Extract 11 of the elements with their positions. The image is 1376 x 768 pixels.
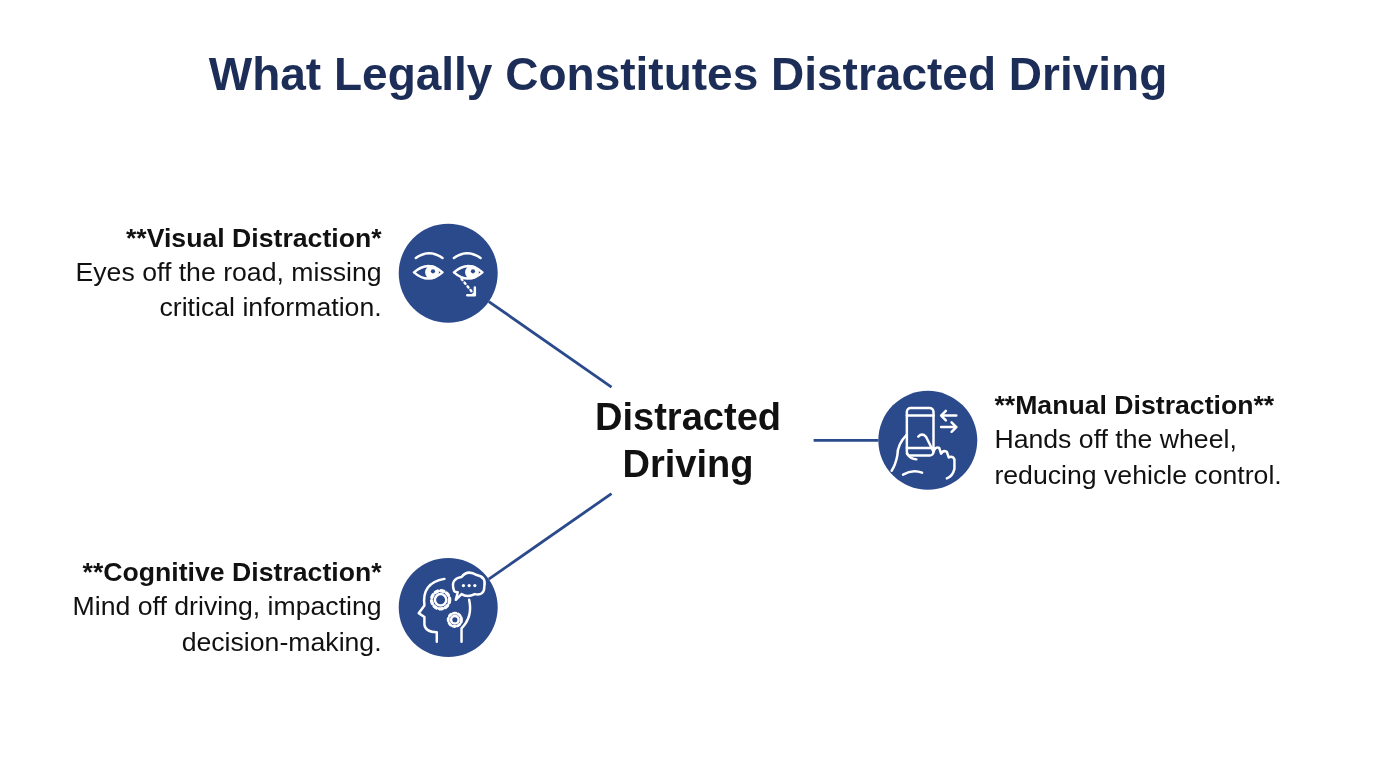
- node-label: **Visual Distraction*: [125, 222, 382, 253]
- node-text: Distracted Driving: [594, 395, 782, 485]
- node-label: **Manual Distraction**: [994, 389, 1275, 420]
- connector: [813, 438, 879, 442]
- diagram-title: What Legally Constitutes Distracted Driving: [207, 48, 1169, 101]
- node-label: Eyes off the road, missing critical information.: [75, 257, 382, 322]
- node-label: Hands off the wheel, reducing vehicle control.: [994, 424, 1282, 489]
- connector: [488, 492, 613, 580]
- node-label: Mind off driving, impacting decision-making.: [72, 591, 382, 656]
- connector: [488, 300, 613, 388]
- node-label: **Cognitive Distraction*: [82, 557, 382, 587]
